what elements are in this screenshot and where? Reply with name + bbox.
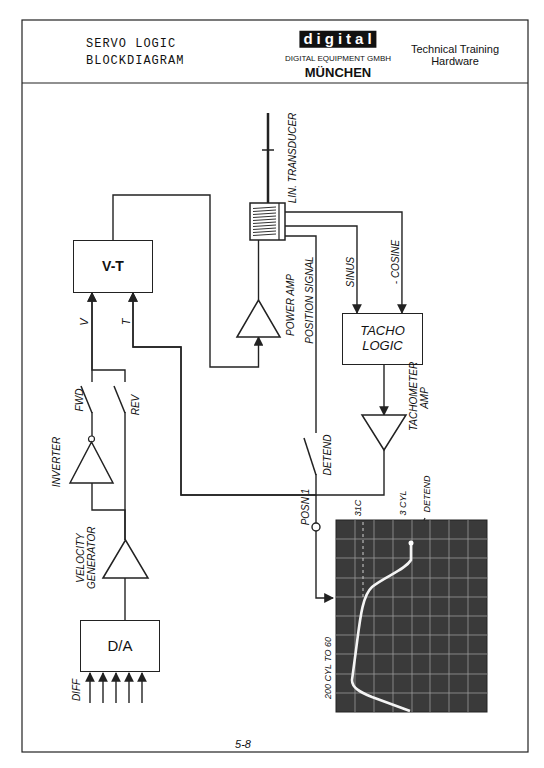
input-arrow (128, 673, 129, 703)
signal-name: T (120, 319, 132, 326)
detend-switch (304, 433, 320, 475)
amplifier-triangle-outline (237, 300, 280, 337)
scope-grid (336, 520, 487, 712)
city: MÜNCHEN (305, 66, 371, 80)
signal-name: - COSINE (390, 240, 401, 284)
scope-screen (336, 520, 487, 712)
diff-inputs (90, 673, 142, 703)
input-arrow (89, 673, 90, 703)
input-arrow (141, 673, 142, 703)
switch-name: DETEND (322, 434, 333, 475)
converter-box: D/A (80, 620, 160, 672)
page-frame (22, 20, 528, 752)
transducer-coil: LIN. TRANSDUCER (250, 203, 285, 240)
transducer-rod (267, 113, 270, 203)
switch-name: REV (130, 395, 141, 416)
scope-annotation: 31C (354, 500, 364, 517)
component-label: TACHOMETER AMP (408, 365, 430, 431)
trace-dot (409, 541, 414, 546)
component-label: LIN. TRANSDUCER (287, 113, 298, 204)
signal-wire (258, 240, 259, 300)
vt-box: V-T (73, 240, 153, 293)
company-name: DIGITAL EQUIPMENT GMBH (285, 55, 391, 64)
signal-wire (285, 212, 402, 313)
rod-tick (262, 149, 274, 151)
scope-annotation: 200 CYL TO 60 (324, 637, 334, 699)
oscilloscope-photo (336, 520, 487, 712)
input-arrow (102, 673, 103, 703)
inverter-triangle: INVERTER (70, 436, 113, 483)
signal-wire (124, 578, 125, 620)
amplifier-triangle: POWER AMP (237, 300, 280, 337)
scope-marker (363, 522, 364, 600)
component-label: VELOCITY GENERATOR (75, 527, 97, 589)
signal-name: V (78, 318, 90, 325)
header-note: Technical Training Hardware (400, 43, 510, 67)
logo: digital (299, 31, 376, 48)
amplifier-triangle-outline (362, 415, 406, 450)
component-label: POWER AMP (285, 274, 296, 336)
signal-wire (383, 365, 384, 415)
signal-name: SINUS (345, 257, 356, 288)
box-label: D/A (107, 637, 132, 654)
diagram-title: SERVO LOGIC BLOCKDIAGRAM (86, 36, 194, 70)
switch-name: FWD (74, 389, 85, 412)
test-point (312, 523, 320, 531)
signal-name: POSITION SIGNAL (304, 256, 315, 343)
scope-probe-wire (316, 531, 333, 598)
switch-blade (114, 386, 125, 413)
logic-box: TACHO LOGIC (342, 313, 423, 365)
amplifier-triangle: TACHOMETER AMP (362, 415, 406, 450)
inverter-triangle-outline (70, 436, 113, 483)
testpoint-wire (315, 495, 316, 523)
switch-blade (304, 438, 316, 475)
signal-wire (285, 226, 357, 313)
box-label: TACHO LOGIC (353, 324, 413, 354)
scope-annotation: DETEND (423, 475, 433, 512)
scope-trace (352, 541, 411, 711)
scope-annotation: 3 CYL (399, 490, 409, 515)
amplifier-triangle-outline (103, 540, 148, 578)
test-point-name: POSN 1 (300, 489, 311, 526)
transducer-coil-outline (250, 203, 285, 240)
signal-wire (133, 236, 316, 495)
page-number: 5-8 (235, 738, 251, 750)
rev-switch (114, 382, 129, 413)
component-label: INVERTER (51, 437, 62, 487)
box-label: V-T (102, 258, 124, 274)
amplifier-triangle: VELOCITY GENERATOR (103, 540, 148, 578)
signal-wire (92, 293, 125, 540)
header-rule (22, 82, 528, 83)
input-arrow (115, 673, 116, 703)
signal-name: DIFF (71, 679, 82, 701)
